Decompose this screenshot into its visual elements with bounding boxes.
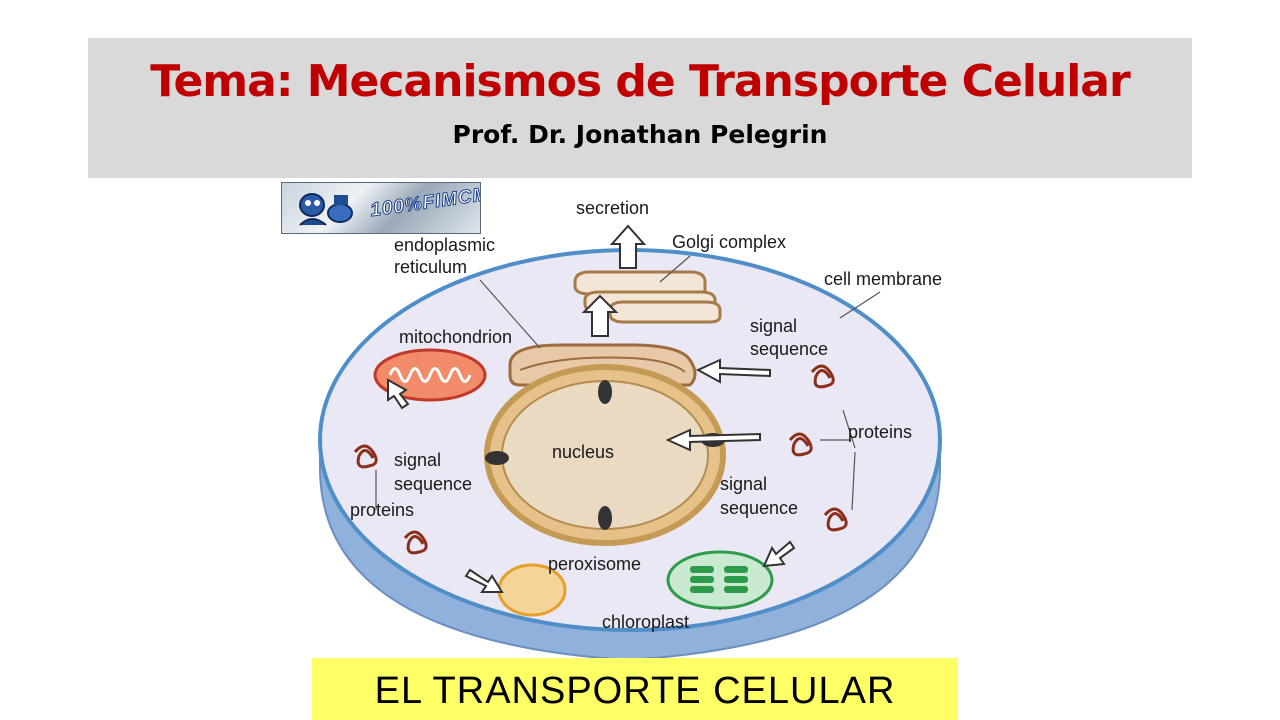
page-title: Tema: Mecanismos de Transporte Celular bbox=[150, 56, 1130, 107]
signal-right-bottom-label-2: sequence bbox=[720, 498, 798, 518]
cell-membrane-label: cell membrane bbox=[824, 269, 942, 289]
er-label-line1: endoplasmic bbox=[394, 235, 495, 255]
proteins-right-label: proteins bbox=[848, 422, 912, 442]
transport-arrows bbox=[387, 224, 796, 593]
secretion-label: secretion bbox=[576, 198, 649, 218]
banner-text: EL TRANSPORTE CELULAR bbox=[374, 670, 896, 712]
title-band: Tema: Mecanismos de Transporte Celular P… bbox=[88, 38, 1192, 178]
nucleus-label: nucleus bbox=[552, 442, 614, 462]
chloroplast bbox=[666, 550, 774, 610]
bottom-banner: EL TRANSPORTE CELULAR bbox=[312, 658, 958, 720]
signal-left-label-2: sequence bbox=[394, 474, 472, 494]
peroxisome-label: peroxisome bbox=[548, 554, 641, 574]
chloroplast-label: chloroplast bbox=[602, 612, 689, 632]
cartoon-figure-icon bbox=[290, 187, 360, 229]
page-subtitle: Prof. Dr. Jonathan Pelegrin bbox=[452, 120, 828, 149]
er-label-line2: reticulum bbox=[394, 257, 467, 277]
golgi-label: Golgi complex bbox=[672, 232, 786, 252]
leader-lines bbox=[375, 255, 881, 610]
golgi-complex bbox=[573, 270, 722, 324]
mitochondrion-label: mitochondrion bbox=[399, 327, 512, 347]
signal-right-top-label-1: signal bbox=[750, 316, 797, 336]
proteins-left-label: proteins bbox=[350, 500, 414, 520]
signal-right-bottom-label-1: signal bbox=[720, 474, 767, 494]
logo: 100%FIMCM bbox=[281, 182, 481, 234]
signal-right-top-label-2: sequence bbox=[750, 339, 828, 359]
nucleus bbox=[484, 364, 726, 546]
signal-left-label-1: signal bbox=[394, 450, 441, 470]
protein-squiggles bbox=[353, 364, 848, 555]
